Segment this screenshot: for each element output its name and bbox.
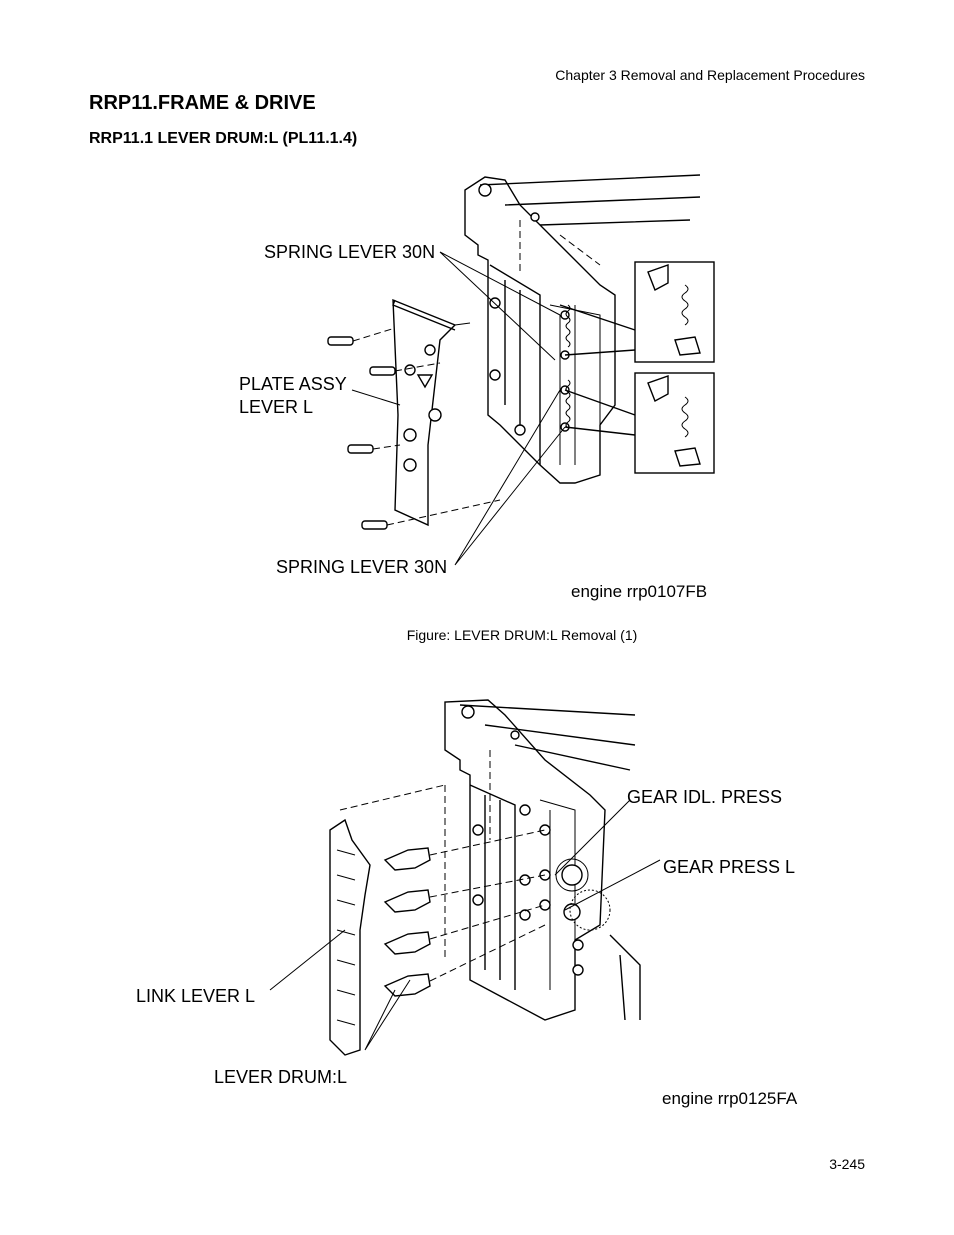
page-number: 3-245 [829,1156,865,1172]
label-plate-assy-line2: LEVER L [239,397,313,417]
inset-detail-top [634,261,715,363]
label-plate-assy-line1: PLATE ASSY [239,374,347,394]
figure-1: SPRING LEVER 30N PLATE ASSY LEVER L SPRI… [0,165,954,605]
figure-1-engine-id: engine rrp0107FB [571,582,707,601]
figure-2: GEAR IDL. PRESS GEAR PRESS L LINK LEVER … [0,690,954,1110]
frame-outline [464,176,616,484]
frame-outline [444,699,606,1021]
running-header: Chapter 3 Removal and Replacement Proced… [555,67,865,83]
label-gear-press-l: GEAR PRESS L [663,857,795,877]
spring-coils [565,304,571,429]
lever-drum-l-parts [383,847,431,997]
gear-idl-press [555,858,589,892]
gear-press-l [563,889,611,931]
figure-2-engine-id: engine rrp0125FA [662,1089,798,1108]
figure-2-drawing: GEAR IDL. PRESS GEAR PRESS L LINK LEVER … [136,699,798,1108]
figure-1-caption: Figure: LEVER DRUM:L Removal (1) [406,627,638,643]
subsection-title: RRP11.1 LEVER DRUM:L (PL11.1.4) [89,130,358,147]
label-spring-lever-top: SPRING LEVER 30N [264,242,435,262]
label-lever-drum-l: LEVER DRUM:L [214,1067,347,1087]
screws [327,336,396,530]
label-spring-lever-bottom: SPRING LEVER 30N [276,557,447,577]
link-lever-l [329,818,371,1056]
label-link-lever-l: LINK LEVER L [136,986,255,1006]
inset-detail-bottom [634,372,715,474]
figure-1-drawing: SPRING LEVER 30N PLATE ASSY LEVER L SPRI… [239,174,715,601]
label-gear-idl-press: GEAR IDL. PRESS [627,787,782,807]
section-title: RRP11.FRAME & DRIVE [89,92,316,114]
plate-assy-lever-l [392,298,471,527]
